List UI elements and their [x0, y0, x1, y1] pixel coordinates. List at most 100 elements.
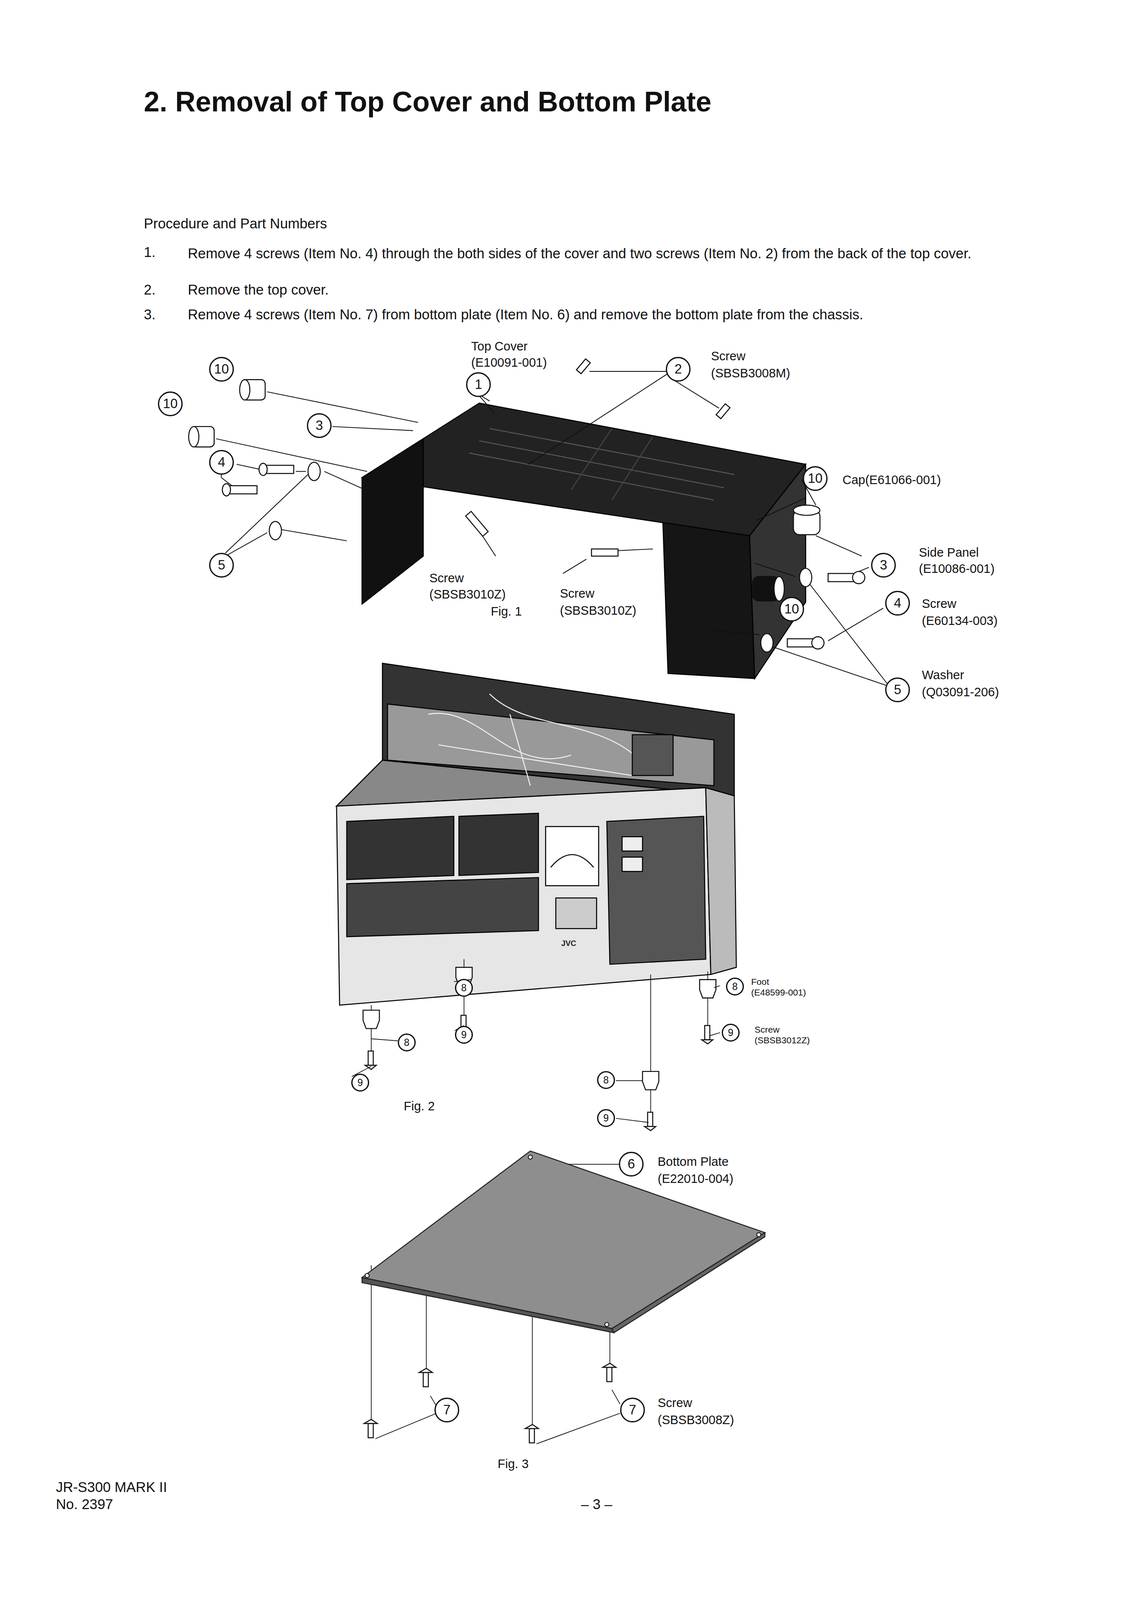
screw	[364, 1419, 378, 1424]
leader-line	[371, 1038, 398, 1041]
top-cover	[662, 522, 755, 679]
screw	[576, 358, 591, 374]
callout-number: 6	[618, 1151, 644, 1177]
leader-line	[463, 959, 465, 968]
screw	[602, 1362, 616, 1368]
leader-line	[709, 1032, 720, 1036]
callout-number: 9	[351, 1073, 370, 1092]
screw	[704, 1025, 710, 1040]
part-label: Screw	[921, 596, 957, 611]
screw	[368, 1422, 374, 1438]
foot	[699, 979, 716, 998]
part-label: (E60134-003)	[921, 613, 998, 628]
leader-line	[324, 471, 366, 490]
top-cover	[479, 440, 724, 488]
leader-line	[714, 630, 761, 635]
screw	[647, 1111, 653, 1126]
leader-line	[714, 985, 720, 988]
part-label: Bottom Plate	[657, 1154, 729, 1169]
screw	[423, 1372, 429, 1387]
callout-number: 10	[802, 466, 828, 491]
bottom-plate	[361, 1150, 765, 1333]
procedure-text: Remove 4 screws (Item No. 4) through the…	[187, 244, 1097, 263]
screw	[606, 1367, 613, 1382]
screw	[529, 1428, 535, 1443]
part-label: Foot	[751, 976, 770, 987]
callout-number: 7	[434, 1397, 460, 1423]
callout-number: 9	[454, 1025, 473, 1044]
top-cover	[571, 428, 613, 490]
callout-number: 8	[397, 1033, 416, 1052]
screw	[716, 403, 730, 419]
part-label: Fig. 1	[490, 604, 522, 619]
leader-line	[766, 644, 888, 686]
screw	[222, 358, 865, 653]
callout-number: 5	[209, 552, 234, 578]
part-label: (Q03091-206)	[921, 685, 1000, 700]
leader-line	[816, 535, 863, 557]
part-label: (SBSB3010Z)	[429, 587, 506, 602]
callout-number: 3	[871, 552, 896, 578]
part-label: Fig. 3	[497, 1456, 529, 1471]
foot	[363, 1009, 380, 1029]
receiver-chassis	[458, 813, 539, 876]
part-label: (SBSB3010Z)	[559, 603, 637, 618]
procedure-text: Procedure and Part Numbers	[143, 215, 327, 232]
bottom-plate	[604, 1322, 610, 1327]
part-label: (E48599-001)	[751, 987, 806, 998]
leader-line	[650, 1089, 652, 1113]
cap	[793, 504, 820, 516]
callout-number: 2	[665, 356, 691, 382]
screw	[644, 1126, 656, 1131]
leader-line	[615, 1079, 643, 1081]
leader-line	[754, 562, 796, 577]
page-title: 2. Removal of Top Cover and Bottom Plate	[143, 85, 712, 118]
screw	[269, 521, 282, 540]
leader-line	[275, 528, 347, 541]
bottom-plate	[528, 1154, 533, 1160]
receiver-chassis	[346, 877, 539, 937]
screw	[799, 568, 812, 587]
leader-line	[827, 608, 884, 641]
leader-line	[707, 971, 709, 980]
leader-line	[479, 395, 495, 414]
procedure-text: Remove the top cover.	[187, 281, 329, 298]
footer-text: JR-S300 MARK II	[55, 1478, 167, 1496]
screw	[811, 636, 825, 650]
screw	[852, 571, 866, 584]
procedure-text: 3.	[143, 306, 156, 323]
part-label: (E10091-001)	[471, 355, 547, 370]
leader-line	[562, 559, 587, 574]
bottom-plate	[364, 1273, 370, 1278]
leader-line	[532, 1315, 534, 1429]
callout-number: 4	[209, 449, 234, 475]
cap	[188, 426, 199, 447]
callout-number: 9	[721, 1023, 740, 1042]
leader-line	[332, 426, 414, 431]
leader-line	[370, 1004, 372, 1010]
bottom-plate	[612, 1232, 765, 1333]
screw	[760, 633, 774, 652]
procedure-text: Remove 4 screws (Item No. 7) from bottom…	[187, 306, 864, 323]
part-label: Washer	[921, 667, 965, 683]
leader-line	[707, 997, 709, 1026]
part-label: Screw	[657, 1395, 693, 1410]
part-label: Fig. 2	[403, 1098, 435, 1114]
leader-line	[612, 1389, 621, 1404]
screw	[465, 511, 489, 537]
page-number: – 3 –	[580, 1495, 613, 1513]
callout-number: 4	[885, 590, 910, 616]
part-label: (E22010-004)	[657, 1171, 734, 1186]
cap	[774, 576, 785, 601]
footer-text: No. 2397	[55, 1495, 114, 1513]
procedure-text: 1.	[143, 244, 156, 261]
part-label: Screw	[754, 1024, 780, 1035]
screw	[591, 548, 618, 557]
screw	[222, 483, 231, 496]
top-cover	[489, 428, 735, 475]
receiver-chassis	[336, 787, 712, 1005]
screw	[419, 1367, 433, 1373]
receiver-chassis	[387, 703, 715, 786]
screw	[308, 462, 321, 481]
